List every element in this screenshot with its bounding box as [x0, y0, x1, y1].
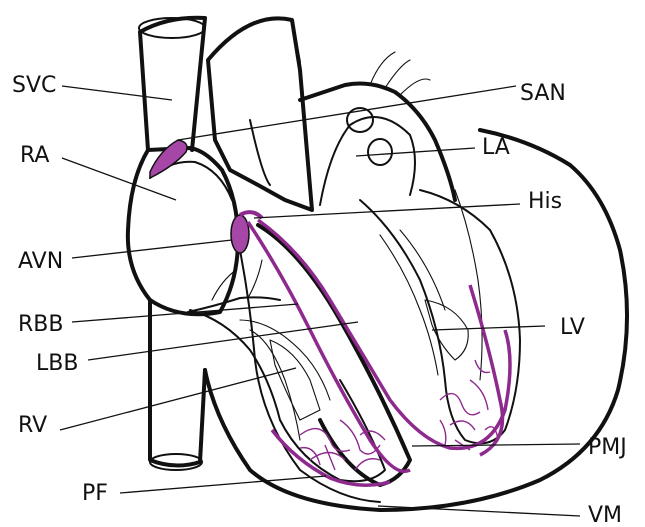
- label-lbb: LBB: [36, 351, 78, 376]
- inferior-vena-cava: [150, 300, 205, 466]
- labels: SVC RA AVN RBB LBB RV PF SAN LA His LV P…: [12, 73, 627, 527]
- label-rbb: RBB: [18, 312, 63, 337]
- label-lv: LV: [560, 315, 585, 340]
- label-la: LA: [482, 135, 510, 160]
- lv-leader: [432, 326, 545, 330]
- rbb-leader: [72, 304, 298, 322]
- rv-leader: [60, 368, 296, 430]
- label-pf: PF: [82, 481, 108, 506]
- av-node: [231, 215, 249, 253]
- label-svc: SVC: [12, 73, 56, 98]
- svc-leader: [62, 86, 172, 100]
- pf-leader: [120, 476, 326, 493]
- label-avn: AVN: [18, 249, 63, 274]
- septum: [258, 225, 410, 485]
- his-leader: [254, 204, 520, 218]
- left-atrium: [300, 84, 455, 200]
- label-rv: RV: [18, 413, 47, 438]
- label-his: His: [528, 189, 562, 214]
- right-ventricle-chamber: [190, 310, 385, 481]
- label-pmj: PMJ: [588, 435, 627, 460]
- right-atrium: [128, 148, 238, 314]
- avn-leader: [72, 240, 232, 258]
- label-ra: RA: [20, 143, 49, 168]
- label-san: SAN: [520, 81, 566, 106]
- sa-node: [150, 140, 187, 178]
- san-leader: [178, 86, 516, 140]
- label-vm: VM: [588, 503, 622, 527]
